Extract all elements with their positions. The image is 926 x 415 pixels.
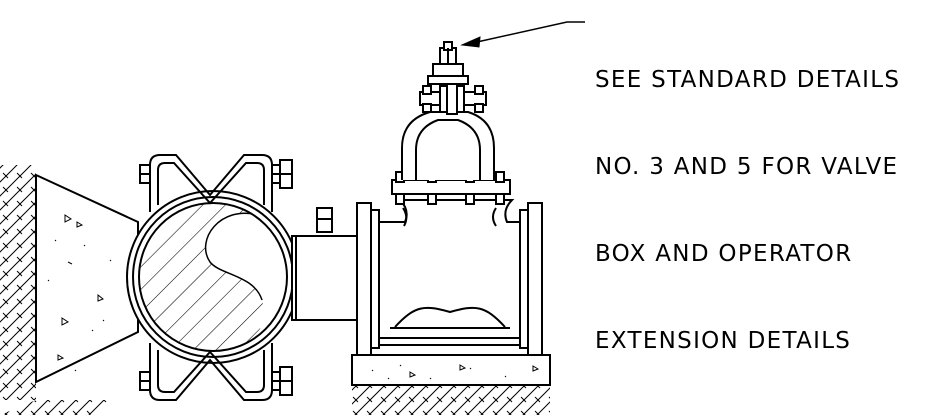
- callout-line-4: EXTENSION DETAILS: [595, 328, 852, 354]
- callout-line-1: SEE STANDARD DETAILS: [595, 67, 901, 93]
- callout-line-2: NO. 3 AND 5 FOR VALVE: [595, 154, 899, 180]
- callout-leader: [462, 22, 585, 47]
- undisturbed-soil-bottom: [352, 385, 550, 415]
- undisturbed-soil-left: [0, 165, 110, 415]
- pipe-section: [127, 191, 299, 363]
- operating-nut: [428, 42, 468, 84]
- outlet-branch: [292, 208, 357, 320]
- callout-line-3: BOX AND OPERATOR: [595, 241, 853, 267]
- callout-note: SEE STANDARD DETAILS NO. 3 AND 5 FOR VAL…: [595, 8, 900, 385]
- gate-valve-body: [357, 84, 542, 355]
- tapping-saddle-straps: [140, 155, 292, 400]
- valve-support-block: [352, 355, 550, 385]
- concrete-thrust-block: [36, 175, 138, 382]
